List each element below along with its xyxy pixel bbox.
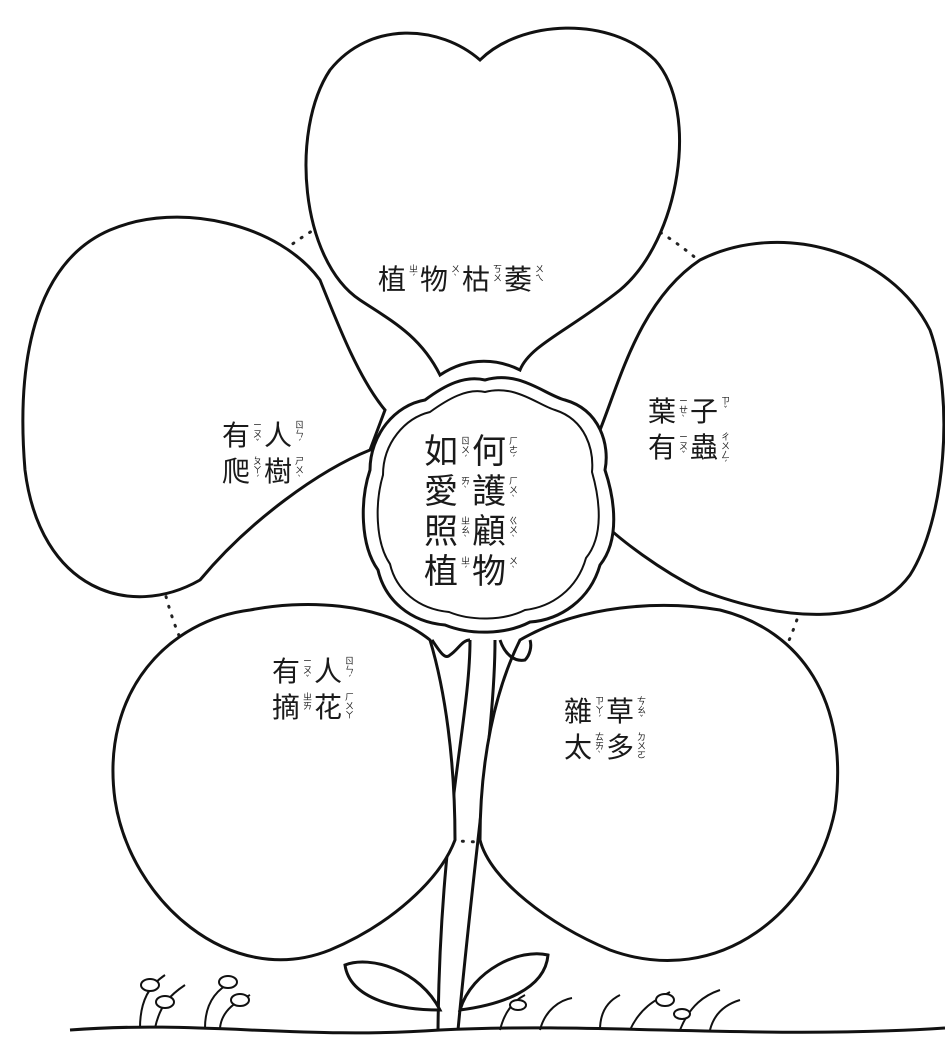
flower-head-inner [376, 389, 600, 620]
petal-char: 有 [648, 431, 677, 464]
petal-char: 人 [264, 419, 293, 452]
petal-char: 摘 [272, 691, 301, 724]
zhuyin: ㄓˊ [460, 557, 470, 576]
petal-upper-right [598, 240, 945, 616]
zhuyin: ㄖㄣˊ [345, 657, 355, 685]
petal-upper-left [21, 215, 387, 599]
center-line-2: 愛ㄞˋ 護ㄏㄨˋ [424, 472, 520, 512]
zhuyin: ㄓㄠˋ [460, 517, 470, 545]
petal-lower-right [478, 603, 840, 962]
center-char: 植 [424, 552, 458, 592]
petal-char: 樹 [264, 455, 293, 488]
zhuyin: ㄧㄡˇ [253, 421, 263, 449]
zhuyin: ㄓˊ [409, 265, 419, 284]
ground-leaf-right [457, 952, 550, 1012]
petal-char: 蟲 [690, 431, 719, 464]
petal-char: 枯 [462, 263, 491, 296]
zhuyin: ㄖㄨˊ [460, 437, 470, 465]
zhuyin: ㄏㄨˋ [508, 477, 518, 505]
zhuyin: ㄨˋ [508, 557, 518, 576]
petal-top [304, 26, 681, 378]
zhuyin: ㄔㄨㄥˊ [721, 433, 731, 470]
zhuyin: ㄘㄠˇ [637, 697, 647, 725]
ground-leaf-left [343, 960, 443, 1012]
center-char: 如 [424, 432, 458, 472]
petal-lower-left-line-2: 摘ㄓㄞ 花ㄏㄨㄚ [272, 690, 356, 726]
petal-char: 爬 [222, 455, 251, 488]
zhuyin: ㄞˋ [460, 477, 470, 496]
petal-char: 子 [690, 395, 719, 428]
petal-upper-right-line-1: 葉ㄧㄝˋ 子ㄗˇ [648, 394, 732, 430]
zhuyin: ㄨㄟ [535, 265, 545, 284]
zhuyin: ㄨˋ [451, 265, 461, 284]
petal-char: 萎 [504, 263, 533, 296]
zhuyin: ㄧㄡˇ [679, 433, 689, 461]
zhuyin: ㄎㄨ [493, 265, 503, 284]
zhuyin: ㄧㄝˋ [679, 397, 689, 425]
petal-upper-right-text: 葉ㄧㄝˋ 子ㄗˇ 有ㄧㄡˇ 蟲ㄔㄨㄥˊ [648, 394, 732, 470]
petal-char: 物 [420, 263, 449, 296]
petal-upper-right-line-2: 有ㄧㄡˇ 蟲ㄔㄨㄥˊ [648, 430, 732, 470]
petal-char: 多 [606, 731, 635, 764]
zhuyin: ㄧㄡˇ [303, 657, 313, 685]
petal-char: 草 [606, 695, 635, 728]
petal-char: 有 [272, 655, 301, 688]
zhuyin: ㄕㄨˋ [295, 457, 305, 485]
petal-char: 人 [314, 655, 343, 688]
petal-upper-left-line-2: 爬ㄆㄚˊ 樹ㄕㄨˋ [222, 454, 306, 490]
grass-leaves [140, 975, 691, 1020]
petal-lower-left-text: 有ㄧㄡˇ 人ㄖㄣˊ 摘ㄓㄞ 花ㄏㄨㄚ [272, 654, 356, 726]
center-char: 照 [424, 512, 458, 552]
center-char: 何 [472, 432, 506, 472]
sepal-right [498, 639, 533, 662]
center-text: 如ㄖㄨˊ 何ㄏㄜˊ 愛ㄞˋ 護ㄏㄨˋ 照ㄓㄠˋ 顧ㄍㄨˋ 植ㄓˊ 物ㄨˋ [424, 432, 520, 592]
center-char: 顧 [472, 512, 506, 552]
petal-lower-right-line-2: 太ㄊㄞˋ 多ㄉㄨㄛ [564, 730, 648, 766]
petal-char: 雜 [564, 695, 593, 728]
petal-char: 有 [222, 419, 251, 452]
center-line-1: 如ㄖㄨˊ 何ㄏㄜˊ [424, 432, 520, 472]
zhuyin: ㄍㄨˋ [508, 517, 518, 545]
petal-top-line-1: 植ㄓˊ 物ㄨˋ 枯ㄎㄨ 萎ㄨㄟ [378, 262, 546, 298]
zhuyin: ㄏㄜˊ [508, 437, 518, 465]
petal-upper-left-line-1: 有ㄧㄡˇ 人ㄖㄣˊ [222, 418, 306, 454]
zhuyin: ㄗˇ [721, 397, 731, 416]
center-char: 護 [472, 472, 506, 512]
zhuyin: ㄆㄚˊ [253, 457, 263, 485]
petal-lower-left [111, 602, 457, 962]
zhuyin: ㄖㄣˊ [295, 421, 305, 449]
center-line-4: 植ㄓˊ 物ㄨˋ [424, 552, 520, 592]
petal-char: 太 [564, 731, 593, 764]
flower-head-outer [361, 376, 616, 634]
sepal-left [430, 638, 471, 658]
center-line-3: 照ㄓㄠˋ 顧ㄍㄨˋ [424, 512, 520, 552]
petal-top-text: 植ㄓˊ 物ㄨˋ 枯ㄎㄨ 萎ㄨㄟ [378, 262, 546, 298]
zhuyin: ㄗㄚˊ [595, 697, 605, 725]
petal-lower-left-line-1: 有ㄧㄡˇ 人ㄖㄣˊ [272, 654, 356, 690]
zhuyin: ㄏㄨㄚ [345, 693, 355, 721]
petal-upper-left-text: 有ㄧㄡˇ 人ㄖㄣˊ 爬ㄆㄚˊ 樹ㄕㄨˋ [222, 418, 306, 490]
ground-line [69, 1025, 945, 1035]
petal-lower-right-text: 雜ㄗㄚˊ 草ㄘㄠˇ 太ㄊㄞˋ 多ㄉㄨㄛ [564, 694, 648, 766]
petal-char: 植 [378, 263, 407, 296]
zhuyin: ㄉㄨㄛ [637, 733, 647, 761]
petal-char: 葉 [648, 395, 677, 428]
petal-lower-right-line-1: 雜ㄗㄚˊ 草ㄘㄠˇ [564, 694, 648, 730]
center-char: 愛 [424, 472, 458, 512]
center-char: 物 [472, 552, 506, 592]
zhuyin: ㄊㄞˋ [595, 733, 605, 761]
petal-char: 花 [314, 691, 343, 724]
zhuyin: ㄓㄞ [303, 693, 313, 712]
